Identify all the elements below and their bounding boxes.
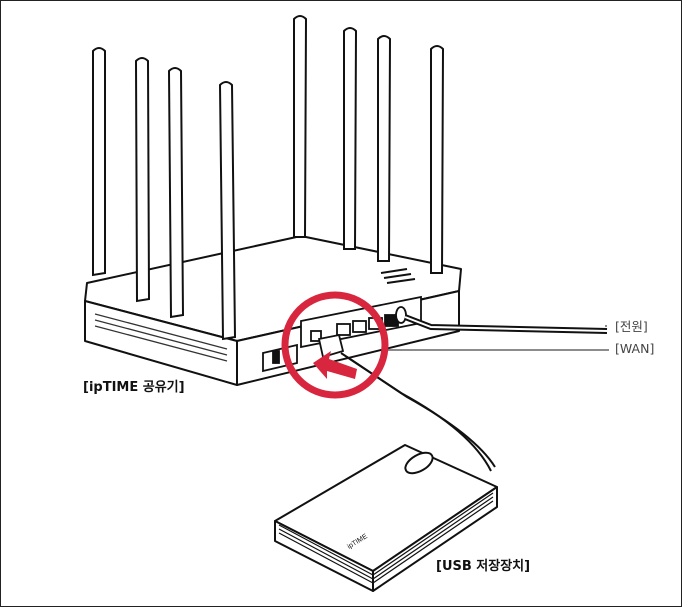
storage-front — [372, 486, 498, 592]
usb-cable — [340, 352, 496, 472]
antenna-6 — [343, 27, 358, 250]
wan-label: [WAN] — [615, 341, 655, 356]
power-label: [전원] — [615, 319, 648, 334]
usb-plug — [317, 333, 345, 359]
antenna-3 — [167, 67, 185, 319]
antenna-5 — [293, 15, 308, 238]
usb-storage-label: [USB 저장장치] — [436, 559, 531, 574]
antenna-2 — [134, 57, 151, 303]
antenna-4 — [218, 81, 237, 341]
antenna-1 — [92, 47, 106, 277]
power-cable — [403, 314, 608, 334]
lan-port-2 — [352, 320, 367, 333]
red-circle-highlight — [281, 291, 389, 399]
usb-port — [310, 330, 322, 342]
top-vent — [380, 268, 416, 284]
antenna-8 — [430, 45, 445, 274]
power-button — [272, 350, 280, 364]
storage-window — [404, 451, 434, 475]
power-jack — [395, 306, 407, 324]
antenna-7 — [377, 35, 392, 262]
router-vents — [94, 313, 228, 362]
usb-storage-device — [274, 444, 498, 592]
antennas — [92, 15, 445, 341]
insert-arrow-icon — [313, 351, 357, 379]
lan-port-1 — [336, 323, 351, 336]
router-label: [ipTIME 공유기] — [83, 380, 185, 395]
